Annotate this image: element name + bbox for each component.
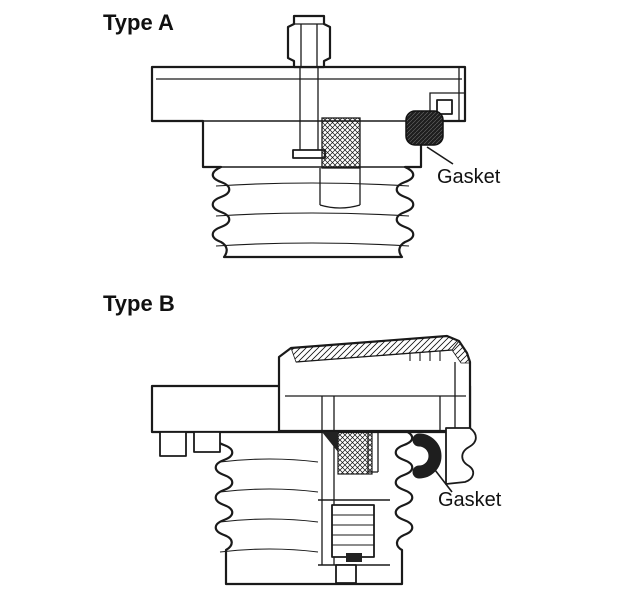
type-b-threaded-plug <box>214 428 414 586</box>
type-b-thread-lines <box>219 458 319 553</box>
type-a-thread-lines <box>215 182 410 247</box>
type-b-skirt-ribs <box>445 427 477 485</box>
type-b-upper-spring <box>337 431 373 475</box>
type-a-gasket-label: Gasket <box>437 166 501 188</box>
type-b-valve-guide-lines <box>367 432 379 473</box>
type-b-shell-hatch-corner <box>451 340 471 364</box>
type-b-left-tab-2 <box>193 431 221 453</box>
type-b-seal-wedge <box>322 432 338 452</box>
type-b-gasket-seal <box>412 433 442 479</box>
type-a-gasket-seal <box>405 110 444 146</box>
type-b-lower-spring-coils <box>332 514 374 546</box>
type-b-gasket-leader-line <box>434 469 453 493</box>
type-b-center-tube-lines <box>321 396 335 565</box>
type-a-stem-tube-lines <box>299 67 319 150</box>
type-b-lower-spring-box <box>331 504 375 558</box>
type-a-section: Type A <box>103 10 501 259</box>
type-b-gasket-label: Gasket <box>438 489 502 511</box>
type-b-bottom-stem <box>335 564 357 584</box>
type-a-cap-drawing <box>150 14 467 259</box>
type-b-shell-inner-slant-line <box>295 349 453 363</box>
type-b-title: Type B <box>103 291 175 316</box>
type-a-title: Type A <box>103 10 174 35</box>
type-a-spring <box>321 117 361 169</box>
type-a-cap-body <box>150 65 467 259</box>
type-a-valve-seat <box>292 149 326 159</box>
type-b-cap-drawing <box>150 334 477 586</box>
type-b-lower-valve-disc <box>346 553 362 562</box>
type-b-inner-shell-lines <box>285 362 466 430</box>
type-b-left-tab-1 <box>159 431 187 457</box>
type-a-valve-housing-lines <box>319 168 361 209</box>
type-a-top-stem-lines <box>294 23 324 66</box>
type-b-section: Type B <box>103 291 502 586</box>
type-a-gasket-leader-line <box>426 146 454 165</box>
type-b-ratchet-teeth <box>409 351 441 361</box>
